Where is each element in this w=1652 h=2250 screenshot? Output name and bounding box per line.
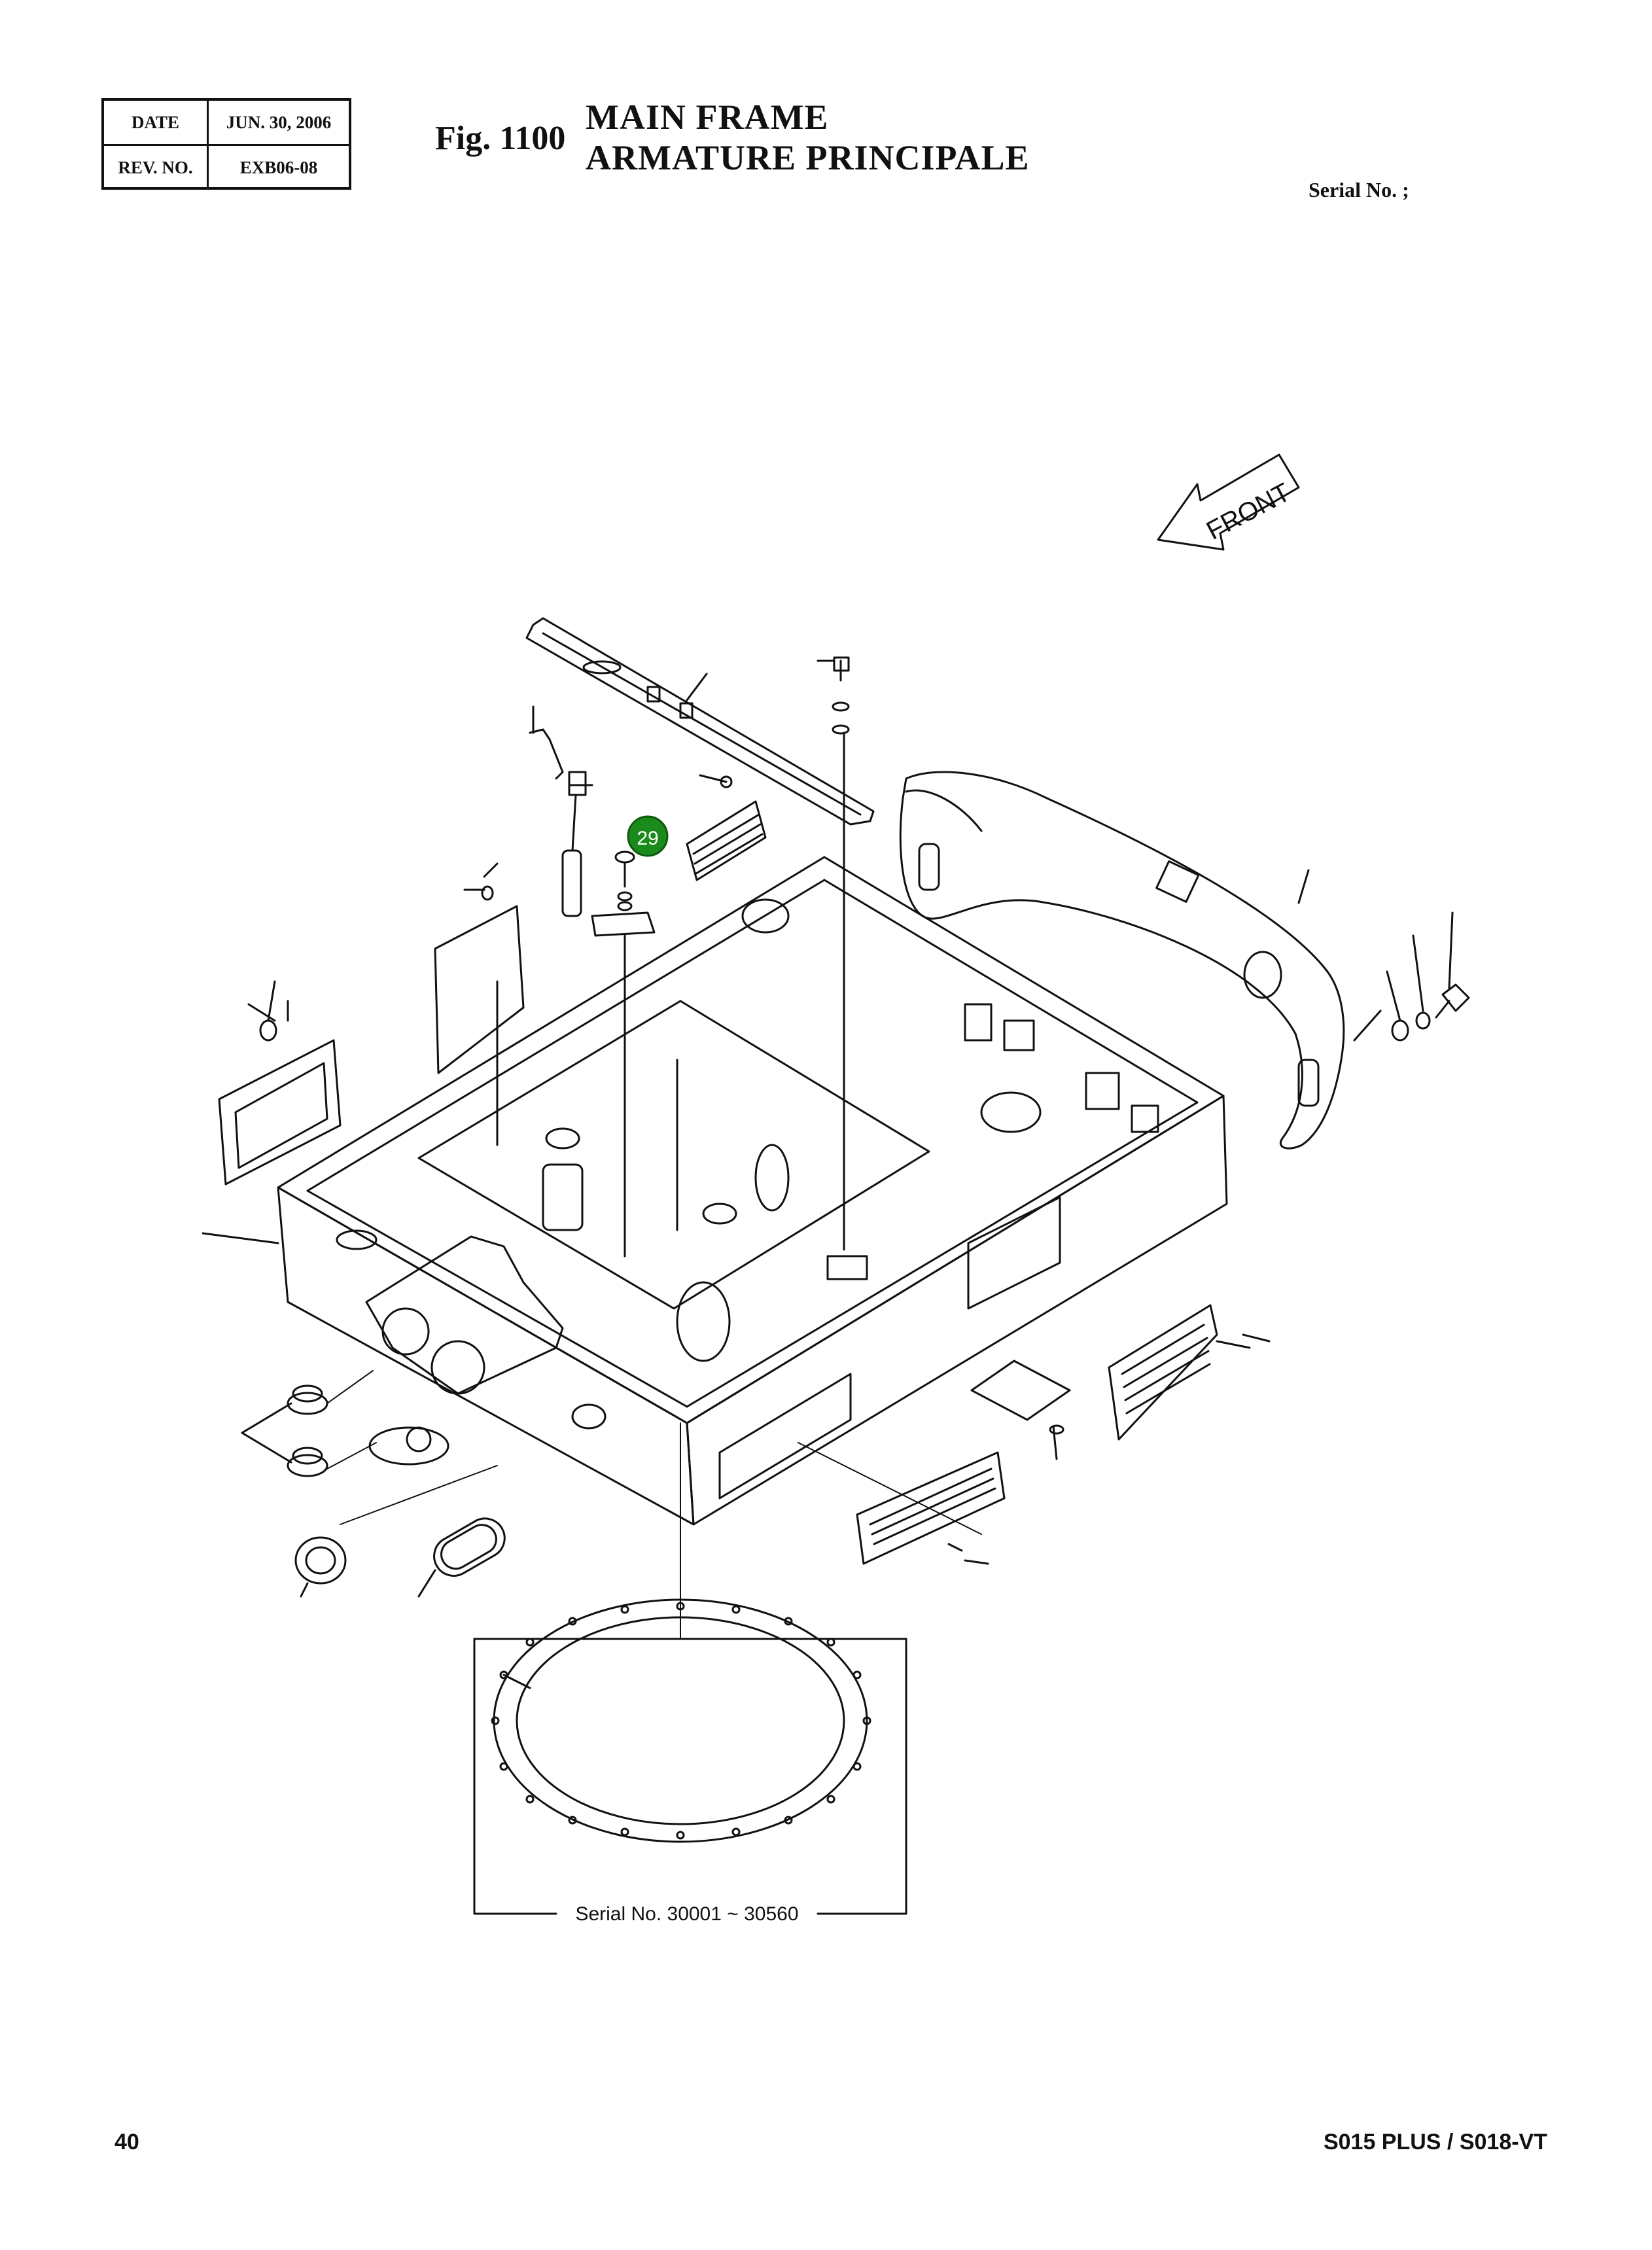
svg-text:29: 29 [637,828,658,849]
callout-29[interactable]: 29 [627,815,669,857]
right-rear-grille [1108,1304,1271,1441]
front-arrow-label: FRONT [1202,478,1295,546]
right-access-plate [970,1360,1071,1460]
serial-number-label: Serial No. ; [1309,178,1409,202]
inset-serial-label: Serial No. 30001 ~ 30560 [575,1903,798,1925]
revision-row: REV. NO. EXB06-08 [104,144,349,189]
top-grille [686,774,767,881]
figure-title-french: ARMATURE PRINCIPALE [586,138,1030,177]
swing-ring-inset: Serial No. 30001 ~ 30560 [473,1598,907,1925]
top-rail-bracket [525,617,875,826]
figure-number: Fig. 1100 [435,120,566,157]
grommets-and-seals [202,1232,506,1598]
date-value: JUN. 30, 2006 [226,112,332,132]
counterweight-bolts [1353,911,1470,1042]
counterweight [899,771,1345,1150]
page-number: 40 [114,2130,139,2154]
front-lower-grille [856,1451,1006,1565]
main-frame-body [277,856,1228,1526]
revision-table: DATE JUN. 30, 2006 REV. NO. EXB06-08 [101,98,351,190]
lever-rod-assembly [529,705,593,917]
front-arrow-icon: FRONT [1157,453,1300,551]
date-row: DATE JUN. 30, 2006 [104,101,349,144]
model-name: S015 PLUS / S018-VT [1323,2130,1547,2154]
left-cover-panel [218,905,525,1186]
date-label: DATE [104,101,209,144]
revision-label: REV. NO. [104,146,209,189]
figure-title-english: MAIN FRAME [586,97,829,137]
revision-value: EXB06-08 [239,157,318,177]
left-bolts [267,862,499,1022]
center-bracket-bolts [591,656,850,1257]
